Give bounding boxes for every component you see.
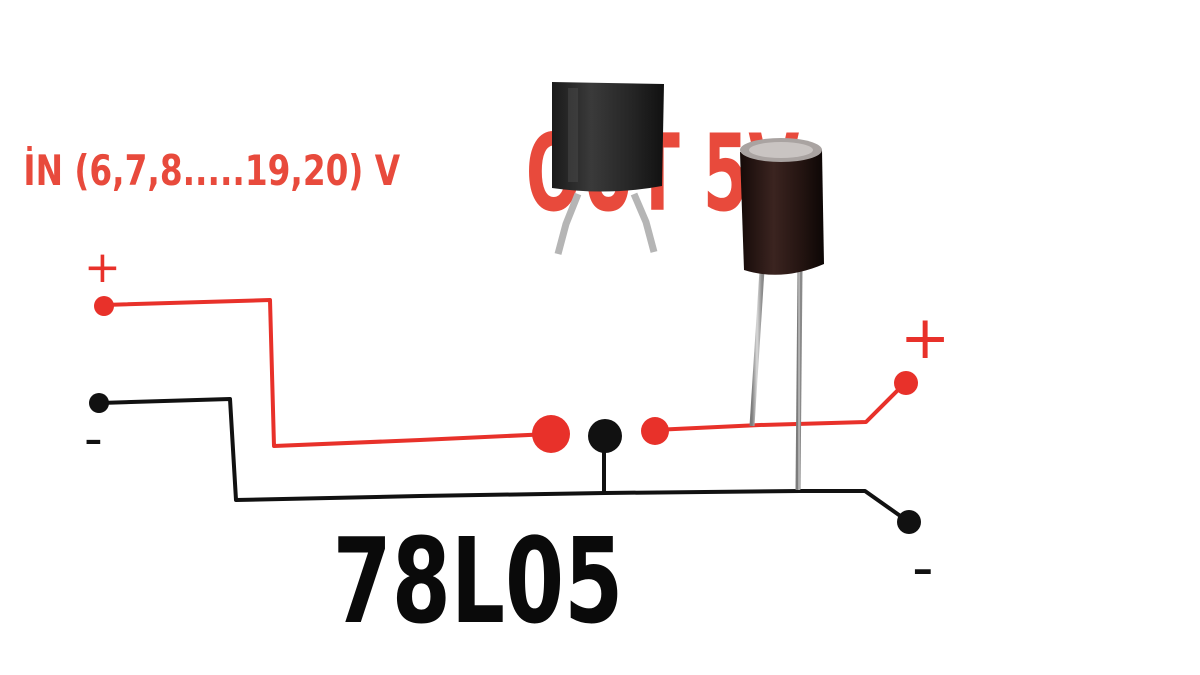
input-plus-terminal <box>94 296 114 316</box>
regulator-input-joint <box>532 415 570 453</box>
positive-wire-output <box>652 382 906 432</box>
regulator-body-highlight <box>568 88 578 182</box>
input-minus-sign: - <box>84 409 103 469</box>
positive-wire-input <box>102 298 552 448</box>
capacitor-body <box>740 144 824 275</box>
ground-wire-output <box>603 489 908 522</box>
input-minus-terminal <box>89 393 109 413</box>
capacitor-leg-negative <box>795 269 803 491</box>
regulator-output-leg-bend <box>630 192 658 253</box>
output-plus-terminal <box>894 371 918 395</box>
capacitor-leg-positive <box>749 269 765 427</box>
output-capacitor <box>740 138 824 491</box>
input-voltage-label: İN (6,7,8.....19,20) V <box>23 146 400 195</box>
output-minus-terminal <box>897 510 921 534</box>
regulator-output-joint <box>641 417 669 445</box>
input-plus-sign: + <box>84 242 121 293</box>
regulator-ground-joint <box>588 419 622 453</box>
part-number-label: 78L05 <box>333 514 624 651</box>
output-minus-sign: - <box>912 533 934 603</box>
regulator-input-leg-bend <box>554 192 582 255</box>
capacitor-top-vent <box>749 142 813 158</box>
output-plus-sign: + <box>900 303 950 373</box>
regulator-body <box>552 82 664 192</box>
regulator-78l05 <box>552 82 664 430</box>
ground-wire-input <box>98 397 607 502</box>
